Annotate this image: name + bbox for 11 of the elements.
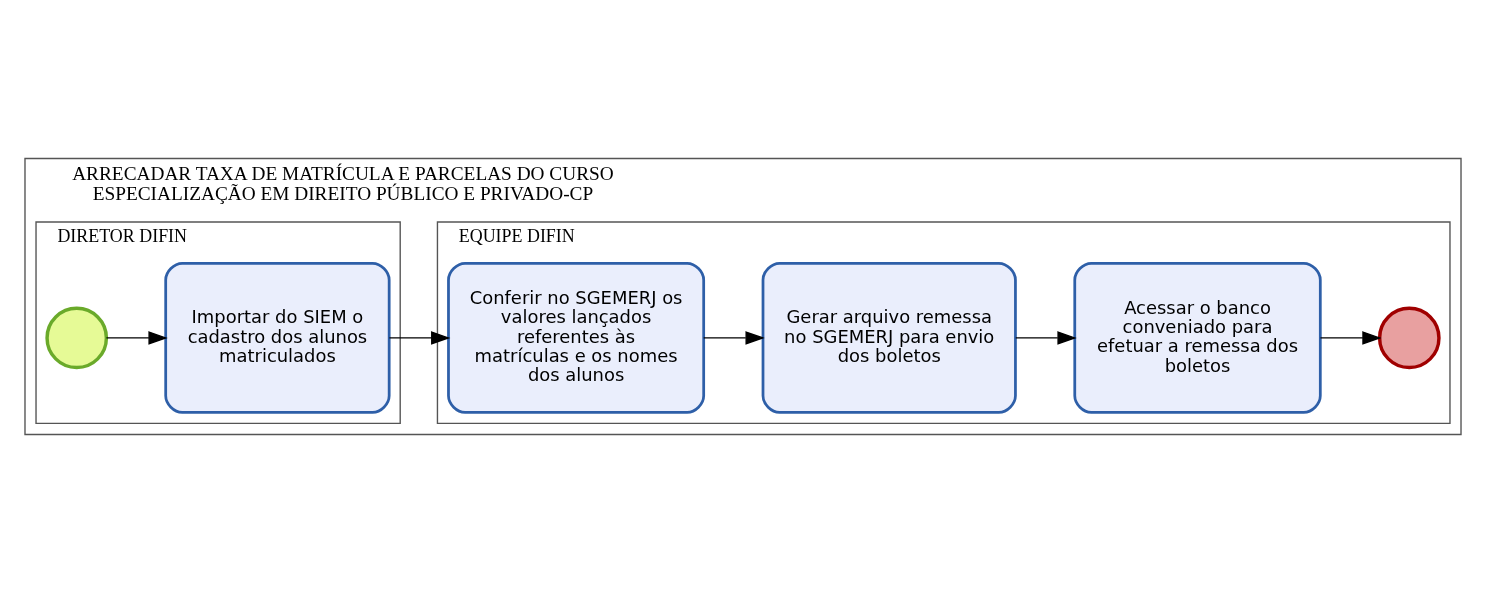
node-box: Acessar o banco conveniado para efetuar a remessa dos boletos bbox=[1073, 262, 1322, 414]
arrow bbox=[105, 331, 168, 345]
arrow bbox=[703, 331, 765, 345]
node-box: Conferir no SGEMERJ os valores lançados referentes às matrículas e os nomes dos alunos bbox=[447, 262, 706, 414]
arrow bbox=[1319, 331, 1382, 345]
arrow bbox=[1015, 331, 1077, 345]
node-box: Gerar arquivo remessa no SGEMERJ para envio dos boletos bbox=[761, 262, 1017, 414]
arrow bbox=[388, 331, 451, 345]
node-box: Importar do SIEM o cadastro dos alunos matriculados bbox=[164, 262, 391, 414]
node-circle bbox=[1377, 306, 1441, 370]
node-circle bbox=[45, 306, 109, 370]
